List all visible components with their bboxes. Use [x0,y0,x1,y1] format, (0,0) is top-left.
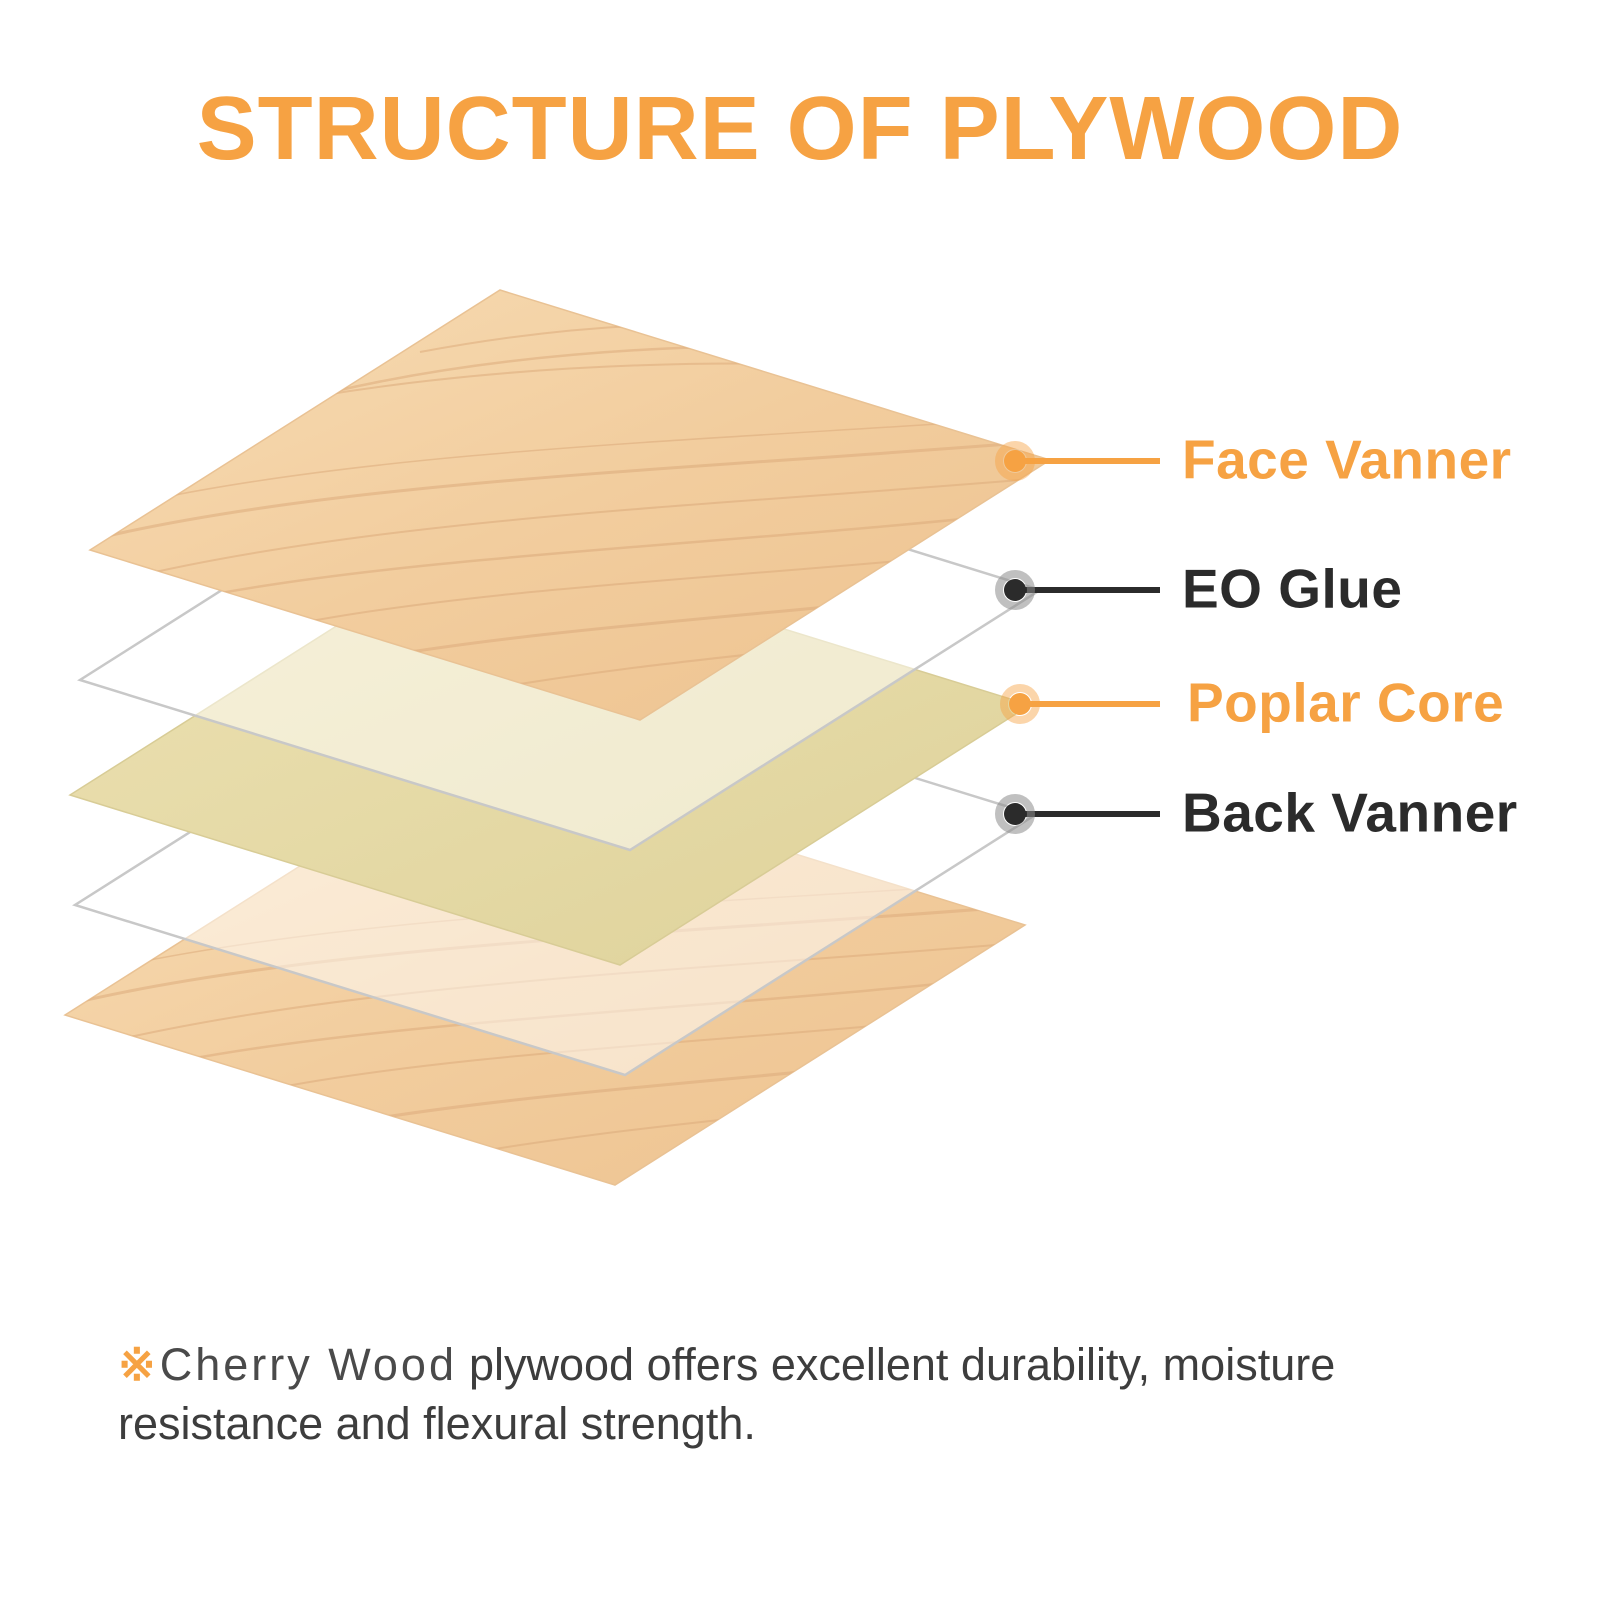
face-vanner-dot-halo [995,441,1035,481]
eo-glue-dot [1004,579,1026,601]
eo-glue-dot-halo [995,570,1035,610]
footnote-highlight: Cherry Wood [159,1339,457,1390]
footnote-marker: ※ [118,1339,156,1390]
label-back-vanner: Back Vanner [1182,781,1518,844]
label-poplar-core: Poplar Core [1187,671,1505,734]
callout-face-vanner [995,441,1160,481]
page-title: STRUCTURE OF PLYWOOD [196,79,1404,179]
footnote-text: plywood offers excellent durability, moi… [118,1339,1336,1449]
label-face-vanner: Face Vanner [1182,428,1512,491]
poplar-core-dot [1009,693,1031,715]
back-vanner-dot-halo [995,794,1035,834]
face-vanner-dot [1004,450,1026,472]
poplar-core-dot-halo [1000,684,1040,724]
callout-back-vanner [995,794,1160,834]
callout-eo-glue [995,570,1160,610]
callout-poplar-core [1000,684,1160,724]
back-vanner-dot [1004,803,1026,825]
label-eo-glue: EO Glue [1182,557,1403,620]
